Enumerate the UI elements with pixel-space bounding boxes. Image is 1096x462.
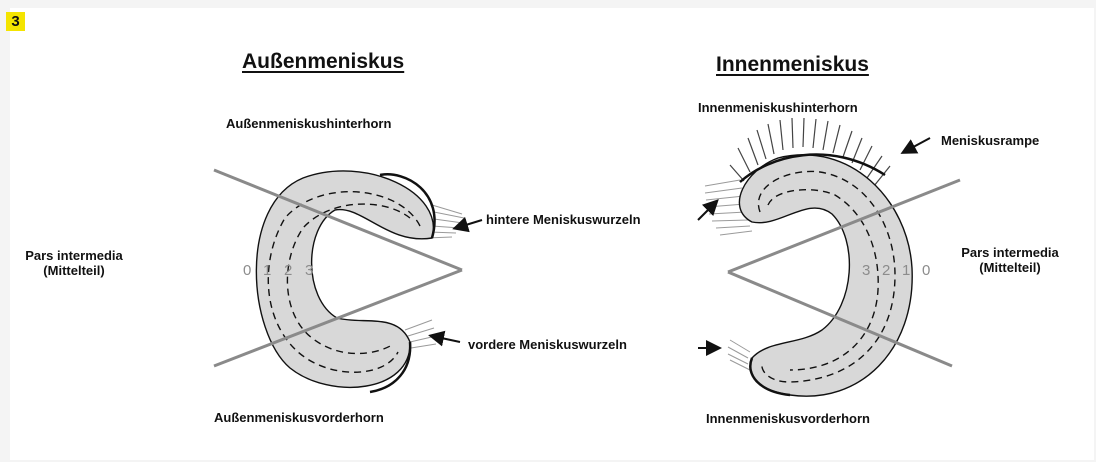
pars-intermedia-text: Pars intermedia xyxy=(18,248,130,263)
medial-zone-3: 3 xyxy=(862,262,870,279)
arrow-to-medial-posterior-root xyxy=(698,202,716,220)
lateral-pars-intermedia-label: Pars intermedia (Mittelteil) xyxy=(18,248,130,278)
medial-meniscus xyxy=(705,118,960,396)
lateral-zone-0: 0 xyxy=(243,262,251,279)
lateral-meniscus xyxy=(214,170,464,392)
arrow-to-lateral-anterior-root xyxy=(432,336,460,342)
anterior-roots-label: vordere Meniskuswurzeln xyxy=(468,337,627,352)
lateral-zone-1: 1 xyxy=(263,262,271,279)
meniscus-ramp-label: Meniskusrampe xyxy=(941,133,1039,148)
lateral-meniscus-body xyxy=(256,171,433,387)
mittelteil-text: (Mittelteil) xyxy=(950,260,1070,275)
lateral-meniscus-title: Außenmeniskus xyxy=(242,50,404,74)
medial-anterior-root-fibers xyxy=(728,340,750,370)
arrow-to-lateral-posterior-root xyxy=(456,220,482,228)
medial-zone-1: 1 xyxy=(902,262,910,279)
medial-meniscus-title: Innenmeniskus xyxy=(716,53,869,77)
medial-posterior-horn-label: Innenmeniskushinterhorn xyxy=(698,100,858,115)
medial-anterior-horn-label: Innenmeniskusvorderhorn xyxy=(706,411,870,426)
lateral-zone-2: 2 xyxy=(284,262,292,279)
arrow-to-meniscus-ramp xyxy=(904,138,930,152)
medial-zone-0: 0 xyxy=(922,262,930,279)
figure-number-badge: 3 xyxy=(6,12,25,31)
medial-pars-intermedia-label: Pars intermedia (Mittelteil) xyxy=(950,245,1070,275)
posterior-roots-label: hintere Meniskuswurzeln xyxy=(486,212,641,227)
medial-zone-2: 2 xyxy=(882,262,890,279)
mittelteil-text: (Mittelteil) xyxy=(18,263,130,278)
pars-intermedia-text: Pars intermedia xyxy=(950,245,1070,260)
lateral-zone-3: 3 xyxy=(305,262,313,279)
lateral-posterior-horn-label: Außenmeniskushinterhorn xyxy=(226,116,391,131)
lateral-anterior-horn-label: Außenmeniskusvorderhorn xyxy=(214,410,384,425)
